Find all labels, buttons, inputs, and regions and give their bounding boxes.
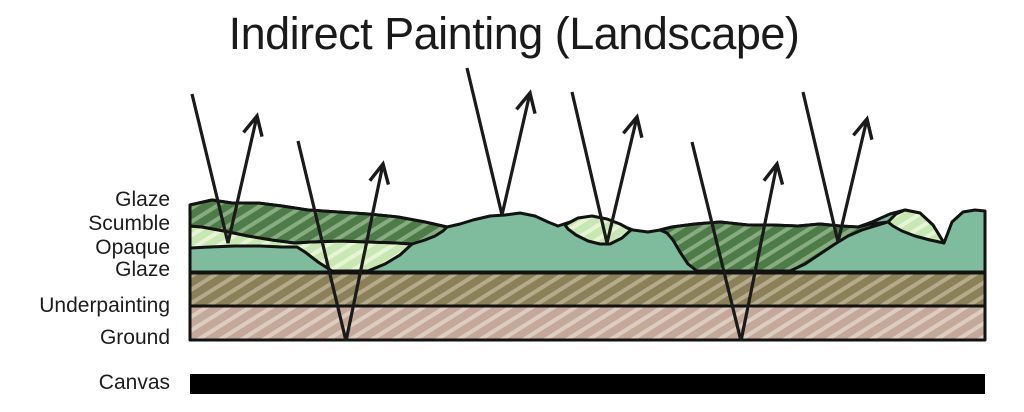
layer-label-underpainting: Underpainting: [39, 294, 170, 317]
diagram-title: Indirect Painting (Landscape): [229, 8, 800, 59]
light-ray-5: [690, 141, 785, 342]
layer-label-scumble: Scumble: [88, 212, 170, 235]
layer-label-glaze-top: Glaze: [115, 188, 170, 211]
canvas-layer: [190, 374, 985, 394]
layer-label-canvas: Canvas: [99, 371, 170, 394]
light-ray-4: [570, 91, 644, 244]
glaze-right-region: [658, 220, 890, 273]
light-ray-2: [296, 140, 391, 342]
layer-label-glaze-under: Glaze: [115, 258, 170, 281]
underpainting-layer: [188, 271, 987, 308]
ground-layer: [188, 304, 987, 342]
scumble-right-hill: [886, 208, 946, 245]
light-ray-6: [801, 91, 874, 243]
layer-label-opaque: Opaque: [95, 236, 170, 259]
scumble-middle-hill: [563, 214, 633, 246]
layer-label-ground: Ground: [100, 326, 170, 349]
light-ray-3: [465, 67, 537, 216]
light-ray-1: [190, 93, 264, 244]
